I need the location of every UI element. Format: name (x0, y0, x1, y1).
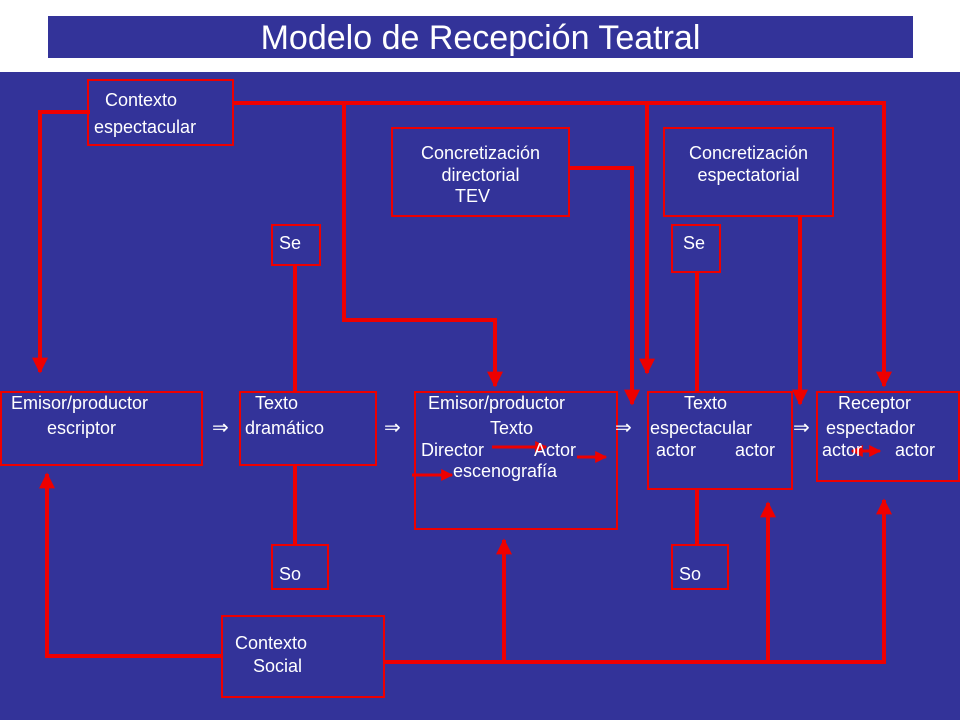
texto-dramatico-line1: Texto (255, 393, 299, 413)
flow-arrow-1: ⇒ (212, 417, 229, 439)
node-concretizacion-directorial (391, 127, 570, 217)
flow-arrow-3: ⇒ (615, 417, 632, 439)
so-right-label: So (679, 564, 702, 584)
wire-ctx-to-receptor (232, 101, 892, 388)
receptor-actor-b: actor (895, 440, 936, 460)
wire-directorial-down (569, 166, 640, 406)
wire-social-to-escriptor (39, 472, 222, 658)
emisor-escriptor-line2: escriptor (47, 418, 117, 438)
texto-espectacular-actor-b: actor (735, 440, 776, 460)
node-texto-dramatico (239, 391, 377, 466)
concretizacion-espectatorial-line1: Concretización (688, 143, 809, 163)
flow-wires (32, 101, 892, 664)
texto-dramatico-line2: dramático (245, 418, 325, 438)
node-contexto-social (221, 615, 385, 698)
node-se-right (671, 224, 721, 273)
emisor-director-line2: Texto (490, 418, 534, 438)
receptor-line1: Receptor (838, 393, 912, 413)
contexto-social-line1: Contexto (235, 633, 308, 653)
emisor-director-escenografia: escenografía (453, 461, 558, 481)
wire-social-to-receptor (384, 498, 892, 664)
se-left-label: Se (279, 233, 302, 253)
flow-arrow-4: ⇒ (793, 417, 810, 439)
node-emisor-escriptor (0, 391, 203, 466)
receptor-actor-a: actor (822, 440, 863, 460)
texto-espectacular-line1: Texto (684, 393, 728, 413)
slide-title: Modelo de Recepción Teatral (48, 16, 913, 58)
node-so-left (271, 544, 329, 590)
concretizacion-directorial-line2: directorial (441, 165, 520, 185)
concretizacion-directorial-line3: TEV (455, 186, 491, 206)
texto-espectacular-actor-a: actor (656, 440, 697, 460)
concretizacion-espectatorial-line2: espectatorial (697, 165, 800, 185)
contexto-espectacular-line2: espectacular (94, 117, 197, 137)
texto-espectacular-line2: espectacular (650, 418, 753, 438)
node-emisor-director (414, 391, 618, 530)
node-texto-espectacular (647, 391, 793, 490)
node-so-right (671, 544, 729, 590)
se-right-label: Se (683, 233, 706, 253)
receptor-line2: espectador (826, 418, 916, 438)
contexto-social-line2: Social (253, 656, 303, 676)
concretizacion-directorial-line1: Concretización (420, 143, 541, 163)
wire-ctx-to-director (342, 103, 503, 388)
emisor-escriptor-line1: Emisor/productor (11, 393, 149, 413)
emisor-director-actor: Actor (534, 440, 577, 460)
node-concretizacion-espectatorial (663, 127, 834, 217)
node-se-left (271, 224, 321, 266)
contexto-espectacular-line1: Contexto (105, 90, 178, 110)
node-contexto-espectacular (87, 79, 234, 146)
emisor-director-line1: Emisor/productor (428, 393, 566, 413)
wire-ctx-to-escriptor (32, 110, 90, 374)
node-receptor (816, 391, 960, 482)
emisor-director-director: Director (421, 440, 485, 460)
so-left-label: So (279, 564, 302, 584)
flow-arrow-2: ⇒ (384, 417, 401, 439)
